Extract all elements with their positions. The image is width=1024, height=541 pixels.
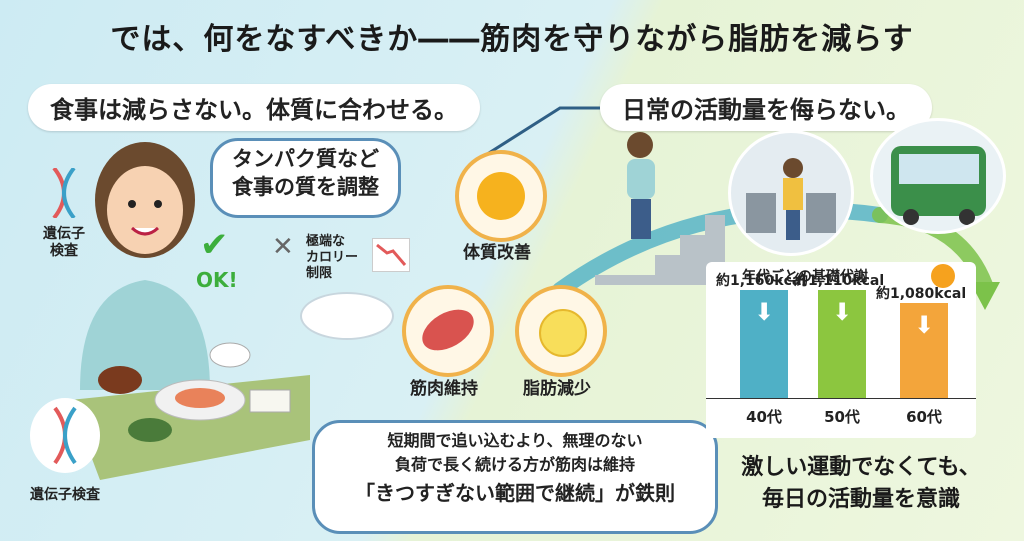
bar-category-label-2: 60代 <box>906 408 942 426</box>
bar-2: ⬇ <box>900 303 948 398</box>
bottom-bubble: 短期間で追い込むより、無理のない 負荷で長く続ける方が筋肉は維持 「きつすぎない… <box>312 420 718 534</box>
down-arrow-icon: ⬇ <box>753 298 775 326</box>
bar-0: ⬇ <box>740 290 788 398</box>
stairs-illustration <box>595 132 725 285</box>
small-sun-icon <box>931 264 955 288</box>
muscle-icon <box>415 301 481 359</box>
dna-top-label: 遺伝子検査 <box>43 226 85 259</box>
bar-category-label-0: 40代 <box>746 408 782 426</box>
cycle-top-label: 体質改善 <box>463 243 531 263</box>
bar-category-label-1: 50代 <box>824 408 860 426</box>
dna-icon <box>44 166 84 220</box>
empty-plate-icon <box>300 292 394 340</box>
bar-value-label-0: 約1,160kcal <box>716 273 807 289</box>
chart-title: 年代ごとの基礎代謝 <box>742 269 868 285</box>
station-circle <box>728 130 854 256</box>
right-header: 日常の活動量を侮らない。 <box>600 84 932 131</box>
bus-circle <box>870 118 1006 234</box>
down-arrow-icon: ⬇ <box>913 311 935 340</box>
fat-cell-icon <box>539 309 587 357</box>
bar-1: ⬇ <box>818 290 866 398</box>
left-header: 食事は減らさない。体質に合わせる。 <box>28 84 480 131</box>
bottom-right-text: 激しい運動でなくても、毎日の活動量を意識 <box>741 455 981 512</box>
sun-circle <box>455 150 547 242</box>
sun-icon <box>477 172 525 220</box>
calorie-label: 極端なカロリー制限 <box>306 234 359 281</box>
speech-bubble: タンパク質など食事の質を調整 <box>210 138 401 218</box>
ok-label: OK! <box>196 268 238 292</box>
bar-value-label-1: 約1,110kcal <box>794 273 885 290</box>
cross-icon: ✕ <box>272 232 294 262</box>
muscle-circle <box>402 285 494 377</box>
fat-circle <box>515 285 607 377</box>
chart-panel: 年代ごとの基礎代謝 ⬇ 約1,160kcal 40代 ⬇ 約1,110kcal 50代 ⬇ 約… <box>706 262 976 438</box>
down-chart-icon <box>372 238 410 272</box>
woman-illustration <box>80 142 210 390</box>
down-arrow-icon: ⬇ <box>831 298 853 327</box>
page-title: では、何をなすべきか――筋肉を守りながら脂肪を減らす <box>110 22 914 57</box>
dna-bottom-label: 遺伝子検査 <box>30 487 100 503</box>
cycle-left-label: 筋肉維持 <box>410 379 478 399</box>
dna-icon <box>30 398 100 473</box>
cycle-right-label: 脂肪減少 <box>523 379 591 399</box>
meal-illustration <box>70 342 310 480</box>
check-icon: ✔ <box>200 225 229 265</box>
chart-plot-area <box>706 262 976 399</box>
bar-value-label-2: 約1,080kcal <box>876 286 967 303</box>
